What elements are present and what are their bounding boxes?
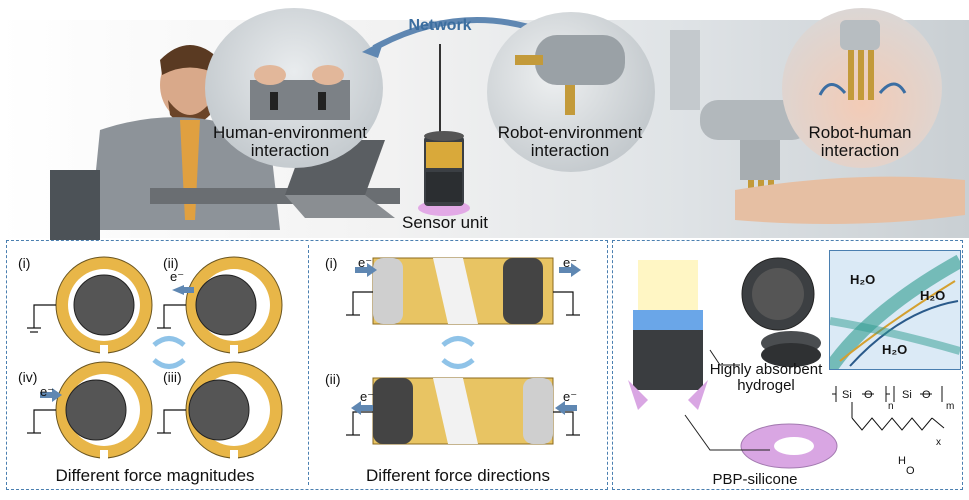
robot-machinery — [670, 30, 810, 202]
polymer-network — [830, 254, 960, 369]
state-iv-label: (iv) — [18, 369, 38, 385]
materials-panel — [612, 240, 963, 490]
electron-label-dir-ii-right: e⁻ — [563, 389, 578, 404]
panel-divider — [308, 245, 309, 485]
water-label-3: H₂O — [882, 342, 908, 357]
svg-text:O: O — [864, 389, 873, 401]
electron-label-ii: e⁻ — [170, 269, 185, 284]
svg-text:H: H — [898, 455, 906, 467]
top-scene: Human-environment interaction Network Se… — [0, 0, 969, 240]
electron-label-dir-i-right: e⁻ — [563, 255, 578, 270]
force-magnitudes-caption: Different force magnitudes — [55, 466, 255, 485]
svg-text:O: O — [922, 389, 931, 401]
silicone-label: PBP-silicone — [712, 471, 798, 488]
human-env-label: Human-environment interaction — [212, 123, 367, 160]
state-ii-label: (ii) — [163, 255, 179, 271]
robot-human-label: Robot-human interaction — [808, 123, 912, 160]
water-label-2: H₂O — [920, 288, 946, 303]
chem-subscript-n: n — [888, 401, 894, 412]
svg-text:O: O — [906, 465, 915, 477]
chem-subscript-x: x — [936, 437, 941, 448]
ring-state-ii — [157, 256, 283, 355]
electron-label-dir-i-left: e⁻ — [358, 255, 373, 270]
network-line — [439, 44, 441, 136]
electron-label-dir-ii-left: e⁻ — [360, 389, 375, 404]
state-i-label: (i) — [18, 255, 31, 271]
svg-text:Si: Si — [902, 389, 912, 401]
sensor-unit — [418, 131, 470, 216]
force-directions-caption: Different force directions — [366, 466, 550, 485]
direction-state-ii — [346, 377, 580, 445]
silicone-ring — [740, 423, 838, 469]
hydrogel-sponge — [741, 257, 815, 331]
electron-label-iv: e⁻ — [40, 384, 55, 399]
hydrogel-disc — [761, 331, 821, 367]
robot-arm-sensor — [515, 35, 625, 115]
sensor-cross-section — [628, 260, 708, 410]
direction-i-label: (i) — [325, 255, 338, 271]
chem-subscript-m: m — [946, 401, 955, 412]
silicone-chemical-structure: Si O Si O H O — [832, 386, 945, 477]
ring-diagram-group — [27, 256, 283, 460]
robot-env-label: Robot-environment interaction — [497, 123, 643, 160]
direction-ii-label: (ii) — [325, 371, 341, 387]
hands-with-sensors — [250, 65, 350, 120]
network-label: Network — [408, 17, 472, 34]
cycle-arrows-left — [152, 336, 186, 369]
direction-state-i — [346, 257, 581, 325]
hydrogel-label: Highly absorbent hydrogel — [709, 361, 823, 394]
ring-state-iii — [157, 361, 283, 460]
svg-text:Si: Si — [842, 389, 852, 401]
slider-diagram-group — [346, 257, 581, 445]
water-label-1: H₂O — [850, 272, 876, 287]
cycle-arrows-mid — [441, 336, 475, 369]
ring-state-iv — [27, 361, 153, 460]
mechanism-panel — [6, 240, 608, 490]
callout-lines — [684, 349, 770, 451]
gripper-on-skin — [818, 20, 907, 100]
sensor-unit-label: Sensor unit — [402, 213, 488, 232]
state-iii-label: (iii) — [163, 369, 182, 385]
ring-state-i — [27, 256, 153, 355]
water-network-inset: H₂O H₂O H₂O — [829, 250, 961, 370]
human-arm — [735, 176, 965, 224]
